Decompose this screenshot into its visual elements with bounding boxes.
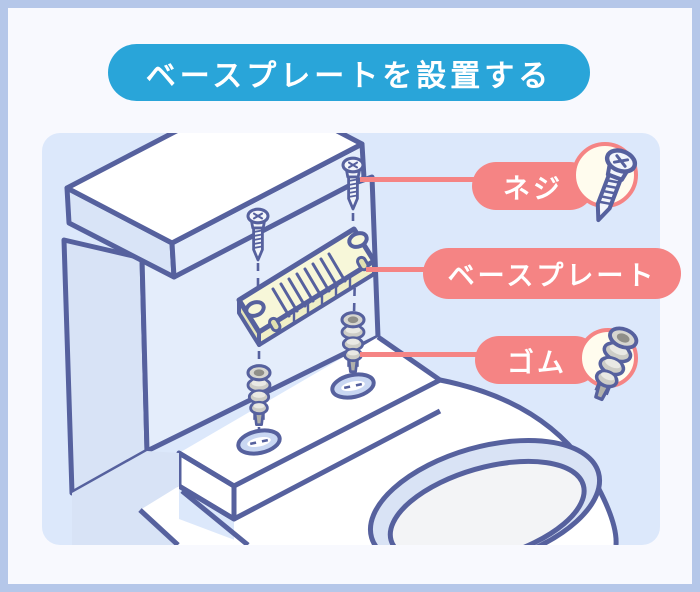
callout-text: ネジ — [503, 173, 563, 204]
callout-text: ゴム — [507, 347, 567, 378]
rubber-anchor-icon — [584, 322, 642, 406]
toilet-pedestal — [72, 451, 250, 545]
toilet-illustration — [61, 133, 619, 545]
page-background: ベースプレートを設置する — [8, 8, 692, 584]
toilet-bowl — [367, 377, 619, 545]
title-text: ベースプレートを設置する — [145, 59, 553, 93]
tank-lid — [64, 133, 367, 280]
base-plate — [236, 226, 377, 347]
title-banner: ベースプレートを設置する — [108, 44, 590, 101]
rubber-anchor-icon-badge — [578, 322, 642, 406]
callout-text: ベースプレート — [447, 261, 657, 291]
screw-icon — [576, 146, 642, 212]
screw-icon-badge — [572, 142, 638, 208]
leader-line-rubber — [360, 352, 482, 357]
leader-line-base-plate — [366, 267, 430, 272]
callout-label-base-plate: ベースプレート — [423, 248, 681, 299]
leader-line-screw — [360, 177, 480, 182]
callout-label-screw: ネジ — [472, 162, 594, 210]
